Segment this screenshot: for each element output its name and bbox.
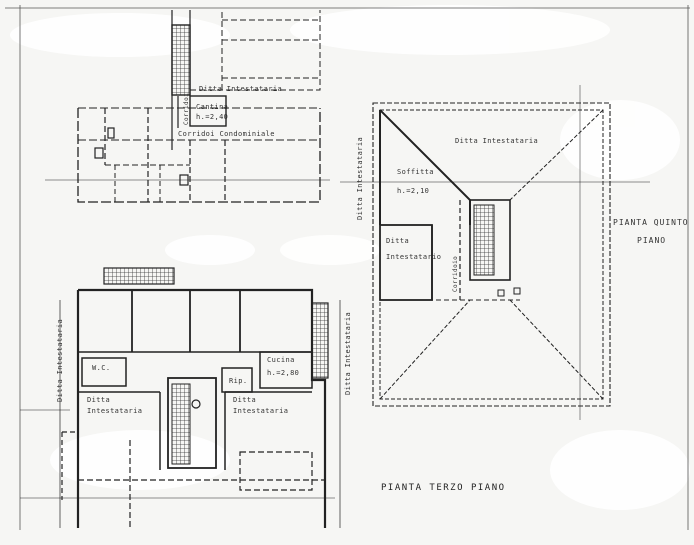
plan-attic <box>340 85 650 420</box>
third-ditta-left: Ditta Intestataria <box>56 318 64 402</box>
attic-title-line2: PIANO <box>637 236 667 245</box>
erased-areas <box>10 5 690 510</box>
corridoio-label: Corridoio <box>452 255 459 292</box>
ditta-a-line1: Ditta <box>87 396 111 404</box>
third-ditta-right: Ditta Intestataria <box>344 311 352 395</box>
sheet-margins <box>5 5 690 530</box>
cucina-height: h.=2,80 <box>267 369 300 377</box>
ditta-b-line1: Ditta <box>233 396 257 404</box>
attic-ditta-side: Ditta Intestataria <box>356 136 364 220</box>
top-ditta-label: Ditta Intestataria <box>199 85 283 93</box>
plan-top-left <box>45 10 330 203</box>
third-floor-title: PIANTA TERZO PIANO <box>381 483 506 493</box>
cantina-label: Cantina <box>196 103 229 111</box>
attic-title-line1: PIANTA QUINTO <box>613 218 689 227</box>
plan-third-floor <box>20 267 341 528</box>
cantina-height: h.=2,40 <box>196 113 229 121</box>
small-corridor-label: Corridoi <box>183 92 190 125</box>
attic-ditta-small-2: Intestatario <box>386 253 442 261</box>
corridor-label: Corridoi Condominiale <box>178 130 275 138</box>
wc-label: W.C. <box>92 364 111 372</box>
ditta-b-line2: Intestataria <box>233 407 289 415</box>
rip-label: Rip. <box>229 377 248 385</box>
soffitta-height: h.=2,10 <box>397 187 430 195</box>
soffitta-label: Soffitta <box>397 168 434 176</box>
attic-ditta-small-1: Ditta <box>386 237 410 245</box>
cucina-label: Cucina <box>267 356 295 364</box>
attic-ditta-label: Ditta Intestataria <box>455 137 539 145</box>
ditta-a-line2: Intestataria <box>87 407 143 415</box>
